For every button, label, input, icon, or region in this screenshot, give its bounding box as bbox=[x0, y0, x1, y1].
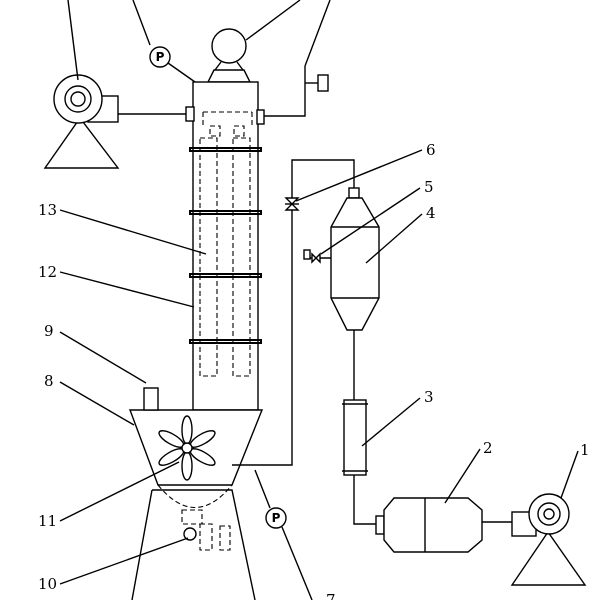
leader-2 bbox=[444, 448, 481, 504]
gauge-bottom-connector bbox=[254, 469, 271, 509]
leader-11 bbox=[59, 461, 180, 522]
top-blower-hub bbox=[70, 91, 86, 107]
gauge-top-leader bbox=[132, 0, 151, 46]
leader-10 bbox=[59, 537, 189, 585]
top-control-line bbox=[262, 66, 306, 117]
label-1: 1 bbox=[580, 441, 590, 459]
gauge-bottom-symbol: P bbox=[272, 511, 281, 525]
label-6: 6 bbox=[426, 141, 436, 159]
stand-dashed-arc bbox=[157, 484, 233, 508]
bottom-stand bbox=[131, 484, 256, 600]
fan-hub bbox=[181, 442, 193, 454]
bottom-blower bbox=[510, 493, 587, 586]
separator bbox=[303, 187, 380, 400]
label-9: 9 bbox=[44, 322, 54, 340]
top-motor-leg-right bbox=[236, 61, 244, 71]
leader-5 bbox=[320, 187, 421, 255]
label-3: 3 bbox=[424, 388, 434, 406]
horizontal-tank bbox=[375, 497, 512, 553]
leader-4 bbox=[365, 213, 423, 264]
stand-left-edge bbox=[131, 489, 153, 600]
agitator-dashed-box bbox=[181, 509, 203, 525]
filter-body bbox=[343, 399, 367, 476]
column-flange-2 bbox=[189, 210, 262, 215]
leader-9 bbox=[59, 331, 147, 384]
column-side-nozzle-left bbox=[185, 106, 195, 122]
column-flange-1 bbox=[189, 147, 262, 152]
bottom-blower-stand bbox=[510, 530, 587, 586]
agitator-dashed-right bbox=[199, 523, 213, 551]
side-valve-body bbox=[311, 252, 321, 264]
leader-6 bbox=[295, 149, 423, 202]
top-blower-leader bbox=[67, 0, 79, 81]
leader-12 bbox=[59, 271, 195, 308]
cartridge-filter bbox=[342, 399, 376, 525]
side-valve-cap bbox=[303, 249, 311, 260]
top-motor bbox=[206, 0, 331, 117]
reference-labels: 1 2 3 4 5 6 7 8 9 10 11 12 13 bbox=[38, 141, 590, 600]
label-2: 2 bbox=[483, 439, 493, 457]
top-motor-body bbox=[211, 28, 247, 64]
label-13: 13 bbox=[38, 201, 57, 219]
column-top-box-left bbox=[209, 125, 221, 137]
column-top-internal bbox=[202, 111, 253, 126]
tank-shell bbox=[383, 497, 483, 553]
top-motor-leader bbox=[245, 0, 301, 41]
leader-8 bbox=[59, 381, 135, 426]
gauge-bottom-dial bbox=[265, 507, 287, 529]
top-motor-base bbox=[206, 69, 252, 83]
filter-tube-left bbox=[199, 137, 218, 377]
gauge-top-connector bbox=[167, 62, 196, 83]
top-pressure-gauge: P bbox=[132, 0, 196, 83]
tank-inlet bbox=[375, 515, 385, 535]
label-7: 7 bbox=[326, 591, 336, 600]
recycle-valve bbox=[284, 197, 300, 211]
agitator-dashed-far bbox=[219, 525, 231, 551]
bottom-blower-hub bbox=[543, 508, 555, 520]
column-flange-3 bbox=[189, 273, 262, 278]
label-4: 4 bbox=[426, 204, 436, 222]
top-motor-leader-2 bbox=[304, 0, 331, 67]
stand-right-edge bbox=[152, 489, 256, 600]
label-11: 11 bbox=[38, 512, 57, 530]
bottom-pressure-gauge: P bbox=[254, 469, 313, 600]
separator-top-nozzle bbox=[348, 187, 360, 199]
top-motor-leg-left bbox=[214, 61, 222, 71]
filter-outlet-pipe bbox=[353, 475, 376, 525]
fan-impeller bbox=[158, 415, 216, 481]
hopper-nozzle bbox=[143, 387, 159, 411]
top-blower bbox=[43, 0, 190, 169]
leader-1 bbox=[560, 450, 579, 499]
leader-lines bbox=[59, 149, 579, 585]
hopper bbox=[128, 159, 355, 486]
label-10: 10 bbox=[38, 575, 57, 593]
main-column bbox=[185, 81, 265, 411]
bottom-blower-ring bbox=[537, 502, 561, 526]
top-blower-housing bbox=[53, 74, 103, 124]
gauge-top-symbol: P bbox=[156, 50, 165, 64]
filter-tube-right bbox=[232, 137, 251, 377]
label-5: 5 bbox=[424, 178, 434, 196]
column-flange-4 bbox=[189, 339, 262, 344]
bottom-blower-housing bbox=[528, 493, 570, 535]
gauge-bottom-leader bbox=[281, 526, 313, 600]
column-top-box-right bbox=[233, 125, 245, 137]
label-12: 12 bbox=[38, 263, 57, 281]
recycle-pipe bbox=[232, 159, 355, 466]
separator-shell bbox=[330, 197, 380, 331]
column-side-nozzle-right bbox=[256, 109, 265, 125]
column-body bbox=[192, 81, 259, 411]
top-blower-ring bbox=[64, 85, 92, 113]
leader-13 bbox=[59, 209, 207, 255]
label-8: 8 bbox=[44, 372, 54, 390]
gauge-top-dial bbox=[149, 46, 171, 68]
agitator-wheel bbox=[183, 527, 197, 541]
leader-3 bbox=[361, 397, 421, 447]
top-control-valve bbox=[317, 74, 329, 92]
top-blower-stand bbox=[43, 116, 120, 169]
